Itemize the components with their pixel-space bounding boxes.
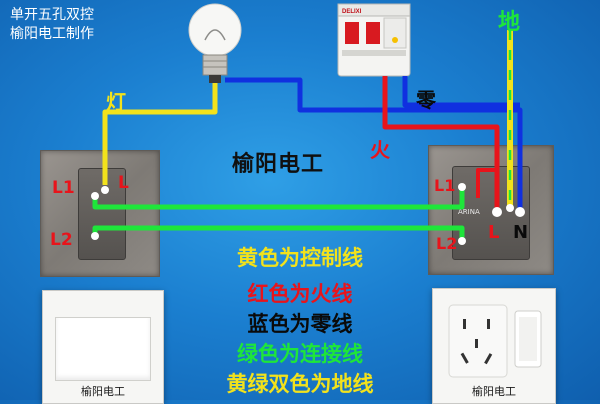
legend-green: 绿色为连接线 [237,342,363,366]
yellow-control-wire [102,83,218,185]
socket-l-label: L [488,222,500,243]
switch-l-label: L [118,173,129,193]
green-connection-wire-l2 [92,225,465,241]
socket-product: 榆阳电工 [432,288,556,404]
socket-face-icon [448,304,542,378]
switch-caption: 榆阳电工 [81,385,125,398]
green-connection-wire-l1 [92,187,465,210]
ground-label: 地 [498,10,521,35]
neutral-label: 零 [416,88,436,112]
red-live-link [476,168,497,198]
switch-module [78,168,126,260]
switch-rocker [55,317,151,381]
diagram-title: 榆阳电工 [232,152,325,177]
switch-product: 榆阳电工 [42,290,164,404]
terminal-dot [515,207,525,217]
terminal-dot [492,207,502,217]
breaker-test-button [392,37,398,43]
socket-l2-label: L2 [436,234,458,253]
socket-brand-label: ARINA [458,208,480,216]
header-title: 单开五孔双控 榆阳电工制作 [10,6,94,44]
terminal-dot [91,192,99,200]
terminal-dot [458,183,466,191]
header-line-1: 单开五孔双控 [10,7,94,23]
switch-l2-label: L2 [50,230,73,250]
terminal-dot [91,232,99,240]
blue-neutral-wire-lamp [225,77,523,210]
light-bulb-icon [188,3,242,83]
legend-yellow: 黄色为控制线 [237,246,363,270]
terminal-dot [101,186,109,194]
circuit-breaker [337,3,411,77]
lamp-label: 灯 [106,90,126,114]
socket-l1-label: L1 [434,176,456,195]
terminal-dot [506,204,514,212]
legend-blue: 蓝色为零线 [247,312,353,336]
breaker-switch-right [366,22,380,44]
switch-l1-label: L1 [52,178,75,198]
socket-n-label: N [513,222,529,243]
terminal-dot [458,237,466,245]
live-label: 火 [370,138,390,162]
breaker-brand-label: DELIXI [342,9,362,15]
blue-neutral-wire-breaker [402,76,520,108]
header-line-2: 榆阳电工制作 [10,26,94,42]
legend-yellowgreen: 黄绿双色为地线 [226,372,374,396]
socket-caption: 榆阳电工 [472,385,516,398]
breaker-switch-left [345,22,359,44]
legend-red: 红色为火线 [247,282,353,306]
